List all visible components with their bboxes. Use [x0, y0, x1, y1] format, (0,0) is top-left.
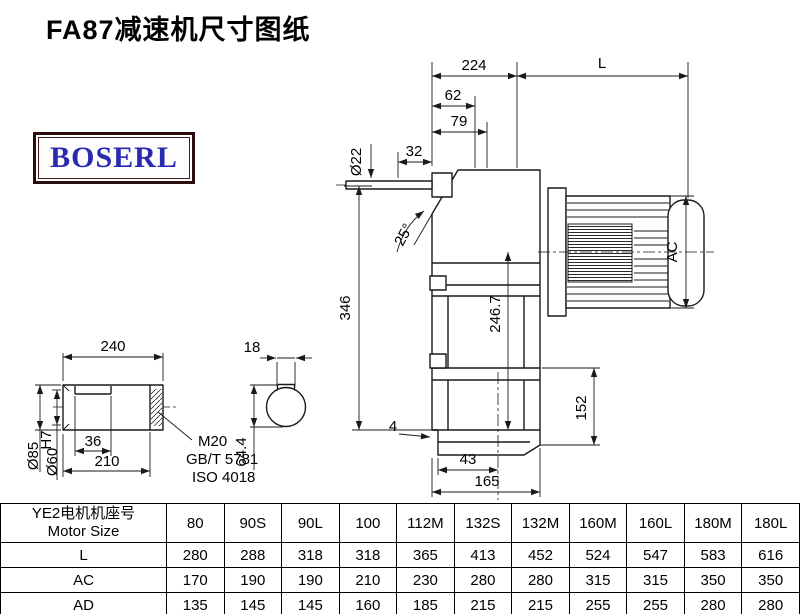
- motor-size-col-header: 80: [166, 503, 225, 543]
- input-bearing-boss: [431, 172, 453, 198]
- motor-size-col-header: 132S: [453, 503, 513, 543]
- table-cell: 210: [338, 567, 398, 593]
- dim-AC: AC: [664, 241, 681, 262]
- standard-iso: ISO 4018: [192, 469, 255, 486]
- dim-18: 18: [244, 339, 261, 356]
- table-row-AD: AD 135 145 145 160 185 215 215 255 255 2…: [0, 592, 800, 614]
- table-cell: 255: [626, 592, 685, 614]
- dim-64-4: 64.4: [233, 437, 250, 466]
- motor-size-header-en: Motor Size: [47, 523, 120, 540]
- dim-62: 62: [445, 87, 462, 104]
- dimensions: 224 L 62 79 32 Ø22 25° 346 246.7 AC: [25, 55, 694, 497]
- motor-size-col-header: 160L: [626, 503, 685, 543]
- dim-79: 79: [451, 113, 468, 130]
- motor-size-col-header: 132M: [511, 503, 570, 543]
- table-cell: 452: [511, 542, 570, 568]
- gearbox-housing: [336, 169, 541, 500]
- motor-size-col-header: 100: [338, 503, 398, 543]
- table-cell: 350: [741, 567, 800, 593]
- dim-240: 240: [100, 338, 125, 355]
- motor-size-col-header: 180M: [683, 503, 743, 543]
- input-shaft: [345, 180, 433, 190]
- table-cell: 318: [281, 542, 340, 568]
- table-cell: 160: [338, 592, 398, 614]
- table-cell: 547: [626, 542, 685, 568]
- dim-36: 36: [85, 433, 102, 450]
- table-cell: 215: [453, 592, 513, 614]
- dim-346: 346: [337, 295, 354, 320]
- output-shaft-detail: [53, 384, 177, 431]
- page-title: FA87减速机尺寸图纸: [46, 15, 311, 45]
- table-cell: 145: [223, 592, 283, 614]
- dim-224: 224: [461, 57, 486, 74]
- dim-165: 165: [474, 473, 499, 490]
- table-cell: 524: [568, 542, 628, 568]
- table-cell: 170: [166, 567, 225, 593]
- table-cell: 255: [568, 592, 628, 614]
- motor-stator-hatch: [567, 223, 633, 283]
- table-cell: 215: [511, 592, 570, 614]
- table-cell: 185: [396, 592, 455, 614]
- table-cell: 350: [683, 567, 743, 593]
- dim-dia85: Ø85: [25, 442, 42, 470]
- shaft-section-detail: [265, 383, 307, 428]
- table-cell: 315: [626, 567, 685, 593]
- motor: [538, 187, 714, 317]
- table-cell: 288: [223, 542, 283, 568]
- dim-25deg: 25°: [391, 221, 417, 249]
- dim-dia60: Ø60: [44, 448, 61, 476]
- table-cell: 280: [741, 592, 800, 614]
- table-row-L: L 280 288 318 318 365 413 452 524 547 58…: [0, 542, 800, 568]
- tapped-hole-hatch: [151, 389, 162, 426]
- table-cell: 190: [281, 567, 340, 593]
- dim-4: 4: [389, 418, 397, 435]
- motor-size-table: YE2电机机座号 Motor Size 80 90S 90L 100 112M …: [0, 503, 800, 614]
- table-cell: 135: [166, 592, 225, 614]
- dim-dia60-tolerance: H7: [38, 430, 55, 449]
- dim-246-7: 246.7: [487, 295, 504, 333]
- dim-43: 43: [460, 451, 477, 468]
- thread-spec: M20: [198, 433, 227, 450]
- standard-gb: GB/T 5781: [186, 451, 258, 468]
- table-cell: 190: [223, 567, 283, 593]
- table-cell: 280: [166, 542, 225, 568]
- table-cell: 280: [453, 567, 513, 593]
- dim-32: 32: [406, 143, 423, 160]
- table-cell: 315: [568, 567, 628, 593]
- table-cell: 145: [281, 592, 340, 614]
- motor-size-header: YE2电机机座号 Motor Size: [0, 503, 167, 543]
- boserl-logo: BOSERL: [33, 132, 195, 184]
- table-row-AC: AC 170 190 190 210 230 280 280 315 315 3…: [0, 567, 800, 593]
- row-label: L: [0, 542, 167, 568]
- table-cell: 413: [453, 542, 513, 568]
- table-cell: 280: [683, 592, 743, 614]
- row-label: AD: [0, 592, 167, 614]
- dim-dia22: Ø22: [348, 148, 365, 176]
- motor-size-col-header: 90L: [281, 503, 340, 543]
- dim-L: L: [598, 55, 606, 72]
- motor-size-col-header: 112M: [396, 503, 455, 543]
- dim-152: 152: [573, 395, 590, 420]
- technical-drawing: 224 L 62 79 32 Ø22 25° 346 246.7 AC: [25, 55, 714, 500]
- table-cell: 365: [396, 542, 455, 568]
- motor-fins: [567, 202, 669, 302]
- boserl-logo-text: BOSERL: [50, 141, 178, 174]
- dim-210: 210: [94, 453, 119, 470]
- table-cell: 318: [338, 542, 398, 568]
- table-cell: 280: [511, 567, 570, 593]
- motor-size-header-cn: YE2电机机座号: [31, 505, 136, 522]
- motor-size-col-header: 90S: [223, 503, 283, 543]
- table-cell: 230: [396, 567, 455, 593]
- motor-size-col-header: 180L: [741, 503, 800, 543]
- motor-size-col-header: 160M: [568, 503, 628, 543]
- table-cell: 583: [683, 542, 743, 568]
- table-cell: 616: [741, 542, 800, 568]
- row-label: AC: [0, 567, 167, 593]
